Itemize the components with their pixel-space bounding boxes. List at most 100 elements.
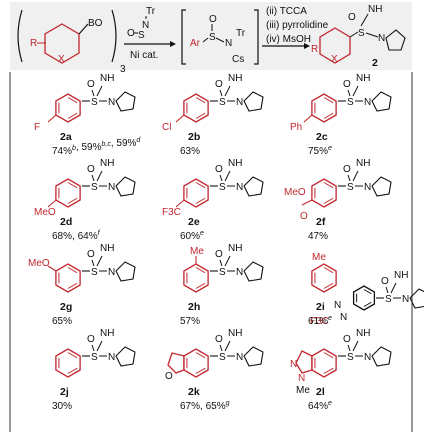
so-bond: [91, 259, 95, 267]
nh-label: NH: [100, 243, 114, 254]
aryl-ring-inner: [67, 197, 78, 204]
reagent-s: S: [138, 30, 145, 41]
aryl-ring: [55, 263, 81, 293]
reagent-n: N: [142, 20, 149, 31]
oxygen-label: O: [215, 79, 223, 90]
nh-label: NH: [356, 328, 370, 339]
sulfur-label: S: [219, 267, 226, 278]
yield-footnote: g: [226, 400, 230, 407]
sulfur-label: S: [91, 267, 98, 278]
oxygen-label: O: [87, 249, 95, 260]
indazole-benzene-ring-inner: [323, 367, 334, 374]
step-ii: (ii) TCCA: [266, 6, 307, 17]
nitrogen-label: N: [236, 267, 243, 278]
compound-yield: 60%e: [180, 230, 204, 242]
tolyl-methyl: Me: [312, 252, 326, 263]
aryl-ring-inner: [323, 182, 334, 189]
intermediate-cs: Cs: [232, 54, 244, 65]
yield-value: 68%, 64%: [52, 231, 98, 242]
product-s: S: [358, 28, 365, 39]
intermediate-o: O: [209, 14, 217, 25]
nitrogen-label: N: [236, 97, 243, 108]
yield-value: 47%: [308, 231, 328, 242]
nh-label: NH: [228, 243, 242, 254]
yield-value: 67%, 65%: [180, 401, 226, 412]
sulfur-label: S: [219, 352, 226, 363]
yield-value: 57%: [180, 316, 200, 327]
reagent-tr: Tr: [146, 6, 156, 17]
nitrogen-label: N: [364, 352, 371, 363]
aryl-ring-inner: [67, 182, 78, 189]
oxygen-label: O: [215, 164, 223, 175]
compound-id: 2h: [188, 301, 200, 313]
aryl-ring: [311, 93, 337, 123]
yield-footnote: b,c: [102, 141, 112, 148]
nh-label: NH: [100, 328, 114, 339]
substituent-label: F3C: [162, 207, 181, 218]
sulfur-label: S: [385, 294, 392, 305]
compound-yield: 63%: [180, 146, 200, 157]
nh-label: NH: [228, 328, 242, 339]
sulfur-label: S: [219, 97, 226, 108]
oxygen-label: O: [215, 249, 223, 260]
yield-footnote: d: [136, 137, 141, 144]
product-n: N: [378, 33, 385, 44]
substituent-label: F: [34, 122, 40, 133]
arrow-2-head: [304, 43, 310, 49]
aryl-ring-inner: [67, 282, 78, 289]
pyrrolidine-ring: [371, 91, 392, 112]
substituent-label: Ph: [290, 122, 302, 133]
substituent-label: MeO: [28, 258, 50, 269]
yield-value: , 59%: [76, 142, 102, 153]
oxygen-label: O: [381, 276, 389, 287]
compound-id: 2j: [60, 386, 69, 398]
aryl-ring: [311, 178, 337, 208]
nh-label: NH: [394, 270, 408, 281]
aryl-ring: [55, 178, 81, 208]
so-bond: [219, 259, 223, 267]
snh-bond: [96, 170, 103, 182]
substituent-bond: [175, 114, 185, 123]
yield-value: 75%: [308, 146, 328, 157]
ester-bond: [301, 199, 313, 206]
aryl-ring-inner: [195, 112, 206, 119]
product-x: X: [331, 54, 338, 65]
nitrogen-label: N: [364, 97, 371, 108]
compound-id: 2b: [188, 131, 200, 143]
intermediate-ar-bond: [202, 37, 209, 43]
compound-yield: 61%e: [308, 315, 332, 327]
aryl-ring-2-inner: [363, 289, 372, 295]
pyrrolidine-ring: [409, 288, 424, 309]
sulfur-label: S: [347, 352, 354, 363]
sulfur-label: S: [91, 352, 98, 363]
sulfur-label: S: [91, 97, 98, 108]
pyrrolidine-ring: [115, 91, 136, 112]
reactant-paren-left: [17, 9, 23, 63]
indazole-benzene-ring: [311, 348, 337, 378]
yield-value: 65%: [52, 316, 72, 327]
aryl-ring: [183, 178, 209, 208]
catalyst-label: Ni cat.: [130, 50, 158, 61]
nitrogen-label: N: [364, 182, 371, 193]
pyrrolidine-ring: [115, 346, 136, 367]
benzofuran-benzene-ring-inner: [195, 352, 206, 359]
pyrazole-n1: N: [334, 300, 341, 311]
compound-id: 2d: [60, 216, 72, 228]
substituent-bond: [175, 199, 185, 208]
ester-carbonyl-o: O: [300, 211, 308, 222]
compound-id: 2f: [316, 216, 326, 228]
reactant-bo: BO: [88, 18, 103, 29]
ester-ome: MeO: [284, 187, 306, 198]
so-bond: [91, 344, 95, 352]
furan-ring: [167, 352, 185, 374]
so-bond: [219, 174, 223, 182]
yield-value: 60%: [180, 231, 200, 242]
